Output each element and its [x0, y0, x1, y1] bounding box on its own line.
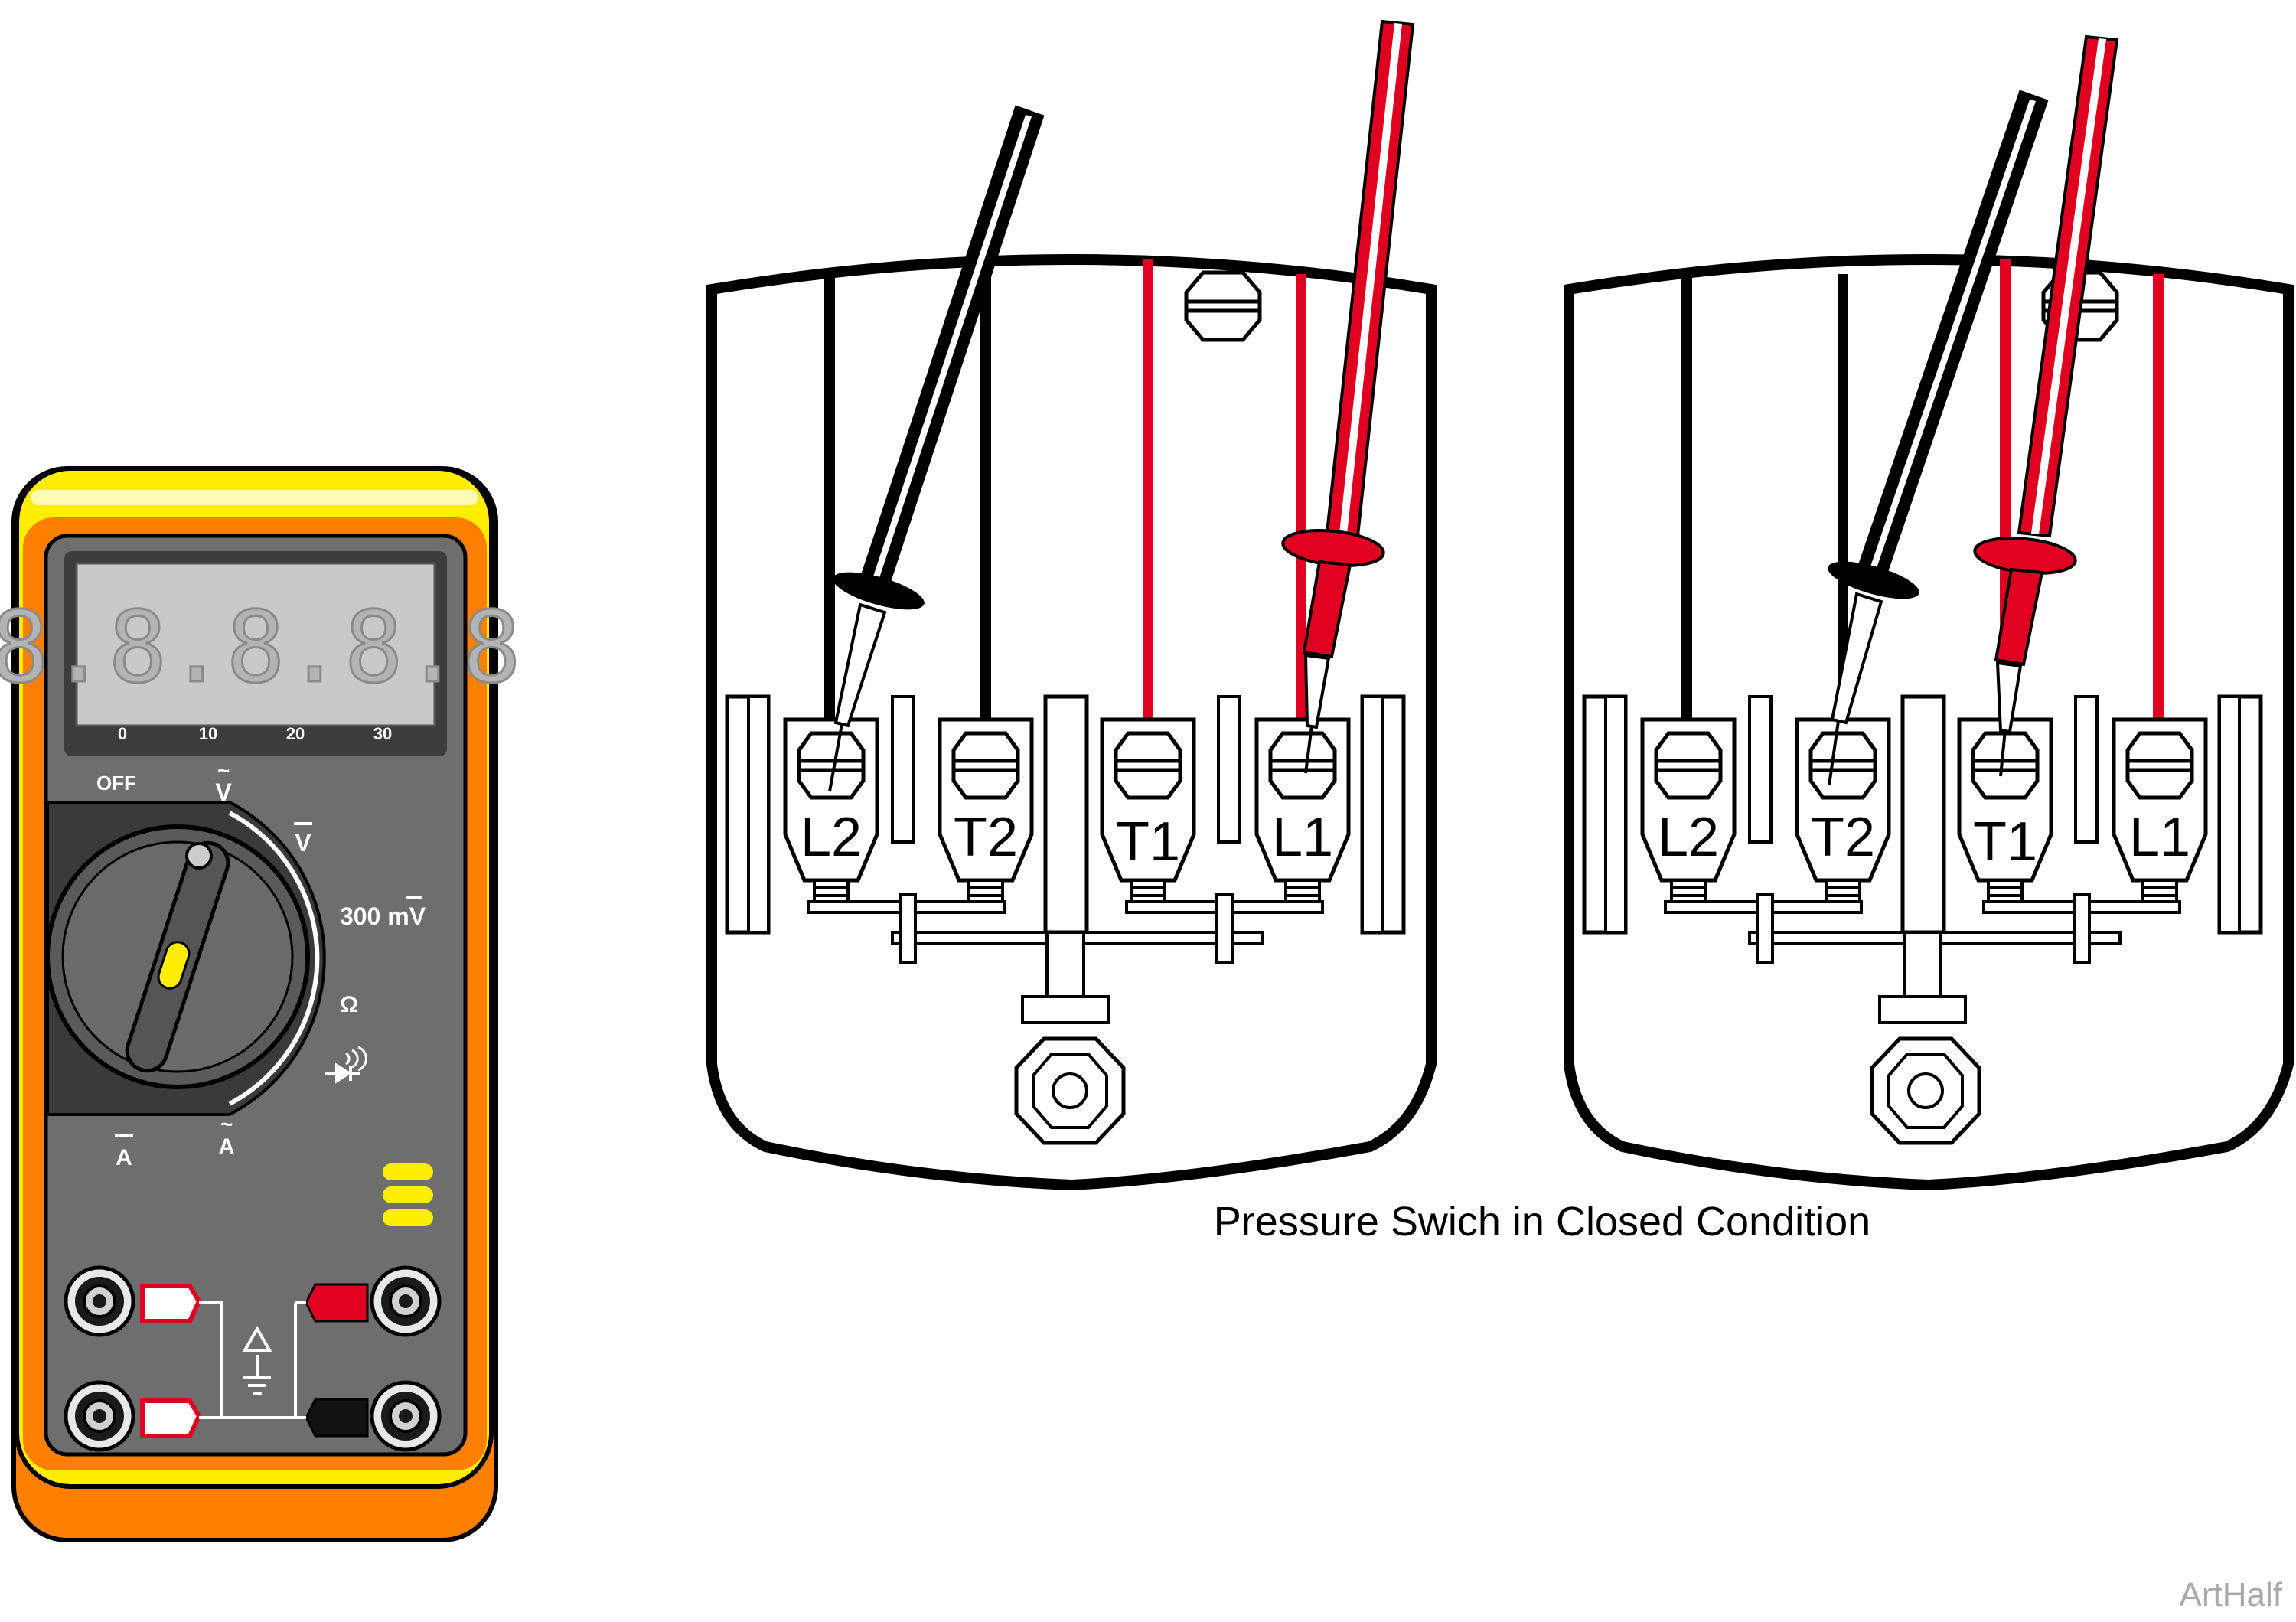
terminal-label: T2	[954, 807, 1018, 868]
red-test-probe	[1973, 34, 2119, 777]
red-test-probe	[1281, 19, 1415, 774]
terminal-label: L1	[2129, 807, 2190, 868]
lcd-scale: 0 10 20 30	[118, 724, 392, 743]
dial-dc-volts-label: V	[295, 829, 311, 857]
scale-10: 10	[199, 724, 217, 743]
pressure-switch-panel-1: L2 T2 T1 L1	[706, 19, 1437, 1191]
dial-off-label: OFF	[96, 772, 136, 795]
scale-0: 0	[118, 724, 127, 743]
multimeter: 8.8.8.8.8 0 10 20 30 OFF V ~ V 300 mV Ω	[0, 466, 522, 1542]
ac-amps-tilde: ~	[220, 1112, 233, 1136]
diode-continuity-icon	[325, 1046, 367, 1084]
mounting-screw-top-icon	[1184, 270, 1262, 342]
dial-dc-amps-label: A	[116, 1145, 132, 1170]
rotary-selector-knob[interactable]	[45, 824, 310, 1089]
dial-millivolts-label: 300 mV	[340, 902, 426, 930]
dial-ohms-label: Ω	[340, 992, 358, 1017]
mounting-bolt-bottom-icon	[1014, 1036, 1126, 1145]
watermark: ArtHalf	[2179, 1576, 2282, 1614]
jack-common[interactable]	[372, 1382, 439, 1450]
lcd-digits: 8.8.8.8.8	[0, 591, 521, 705]
jack-volts-ohms[interactable]	[372, 1268, 439, 1335]
black-test-probe	[1828, 90, 2049, 786]
dial-ac-volts-label: V	[215, 778, 232, 806]
jack-wiring	[199, 1301, 306, 1419]
diagram-caption: Pressure Swich in Closed Condition	[1213, 1199, 1871, 1245]
pressure-switch-panel-2: L2 T2 T1 L1	[1564, 34, 2294, 1191]
lcd-display	[75, 562, 436, 727]
terminal-label: L2	[1658, 807, 1719, 868]
terminal-label: L2	[801, 807, 862, 868]
terminal-label: L1	[1272, 807, 1333, 868]
jack-amps[interactable]	[66, 1268, 133, 1335]
terminal-label: T2	[1811, 807, 1875, 868]
black-test-probe	[828, 105, 1045, 792]
terminal-label: T1	[1116, 811, 1180, 873]
ac-tilde: ~	[217, 759, 230, 782]
scale-20: 20	[286, 724, 305, 743]
dial-ac-amps-label: A	[218, 1134, 235, 1160]
jack-milliamps[interactable]	[66, 1382, 133, 1450]
warning-ground-icon	[242, 1325, 272, 1395]
scale-30: 30	[373, 724, 392, 743]
range-indicator	[383, 1163, 433, 1226]
terminal-label: T1	[1973, 811, 2037, 873]
mounting-bolt-bottom-icon	[1870, 1036, 1981, 1145]
